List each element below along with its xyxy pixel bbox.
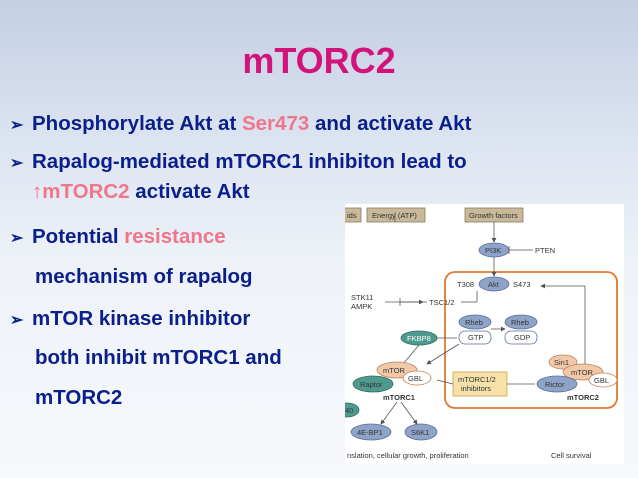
s6k1-node: [404, 423, 438, 441]
bullet-arrow-icon: ➢: [10, 312, 24, 329]
bullet-item: ➢mTOR kinase inhibitor: [10, 307, 251, 330]
mtor2-label: mTOR: [571, 368, 594, 377]
sin1-label: Sin1: [554, 358, 569, 367]
stk11-label: STK11: [351, 293, 373, 302]
top-box-cut: [345, 207, 362, 223]
pten-label: PTEN: [535, 246, 555, 255]
growth-factors-label: Growth factors: [469, 211, 518, 220]
rheb-gtp-node: [458, 314, 492, 330]
bullet-item: ➢Phosphorylate Akt at Ser473 and activat…: [10, 112, 472, 135]
mtor1-label: mTOR: [383, 366, 406, 375]
ampk-label: AMPK: [351, 302, 372, 311]
mtor-pathway-diagram: ids Energy (ATP) Growth factors PI3K PTE…: [345, 204, 624, 464]
bullet-item: ➢Potential resistance: [10, 225, 226, 248]
fkbp8-label: FKBP8: [407, 334, 431, 343]
bullet-item: ➢Rapalog-mediated mTORC1 inhibiton lead …: [10, 150, 467, 173]
gdp-label: GDP: [514, 333, 530, 342]
inhibitors-label-1: mTORC1/2: [458, 375, 496, 384]
gbl2-node: [588, 372, 618, 388]
cut-node-label: 40: [345, 406, 353, 415]
rheb-label: Rheb: [465, 318, 483, 327]
up-arrow-icon: ↑: [32, 180, 43, 203]
bullet-continuation: mechanism of rapalog: [35, 265, 253, 288]
bullet-continuation: both inhibit mTORC1 and: [35, 346, 282, 369]
raptor-label: Raptor: [360, 380, 383, 389]
gbl2-label: GBL: [594, 376, 609, 385]
inhibitors-box: [452, 371, 508, 397]
rheb-gdp-node: [504, 314, 538, 330]
tsc-label: TSC1/2: [429, 298, 454, 307]
gbl1-node: [402, 370, 432, 386]
4ebp1-label: 4E-BP1: [357, 428, 383, 437]
bottom-left-label: nslation, cellular growth, proliferation: [347, 451, 469, 460]
akt-node: [478, 276, 510, 292]
mtorc2-label: mTORC2: [567, 393, 599, 402]
4ebp1-node: [350, 423, 392, 441]
highlight-text: Ser473: [241, 112, 310, 135]
bullet-continuation: mTORC2: [35, 386, 123, 409]
gbl1-label: GBL: [408, 374, 423, 383]
s6k1-label: S6K1: [411, 428, 429, 437]
rictor-node: [536, 375, 578, 393]
raptor-node: [352, 375, 394, 393]
top-box-cut-label: ids: [347, 211, 357, 220]
bullet-arrow-icon: ➢: [10, 155, 24, 172]
bullet-continuation: ↑mTORC2 activate Akt: [32, 180, 250, 203]
s473-label: S473: [513, 280, 531, 289]
slide-title: mTORC2: [242, 40, 396, 81]
highlight-text: resistance: [124, 225, 226, 248]
gtp-label: GTP: [468, 333, 483, 342]
t308-label: T308: [457, 280, 474, 289]
inhibitors-label-2: inhibitors: [461, 384, 491, 393]
rheb-label: Rheb: [511, 318, 529, 327]
cut-node: [345, 402, 360, 418]
rictor-label: Rictor: [545, 380, 565, 389]
mtorc1-label: mTORC1: [383, 393, 415, 402]
akt-label: Akt: [488, 280, 500, 289]
orange-region: [444, 271, 618, 409]
highlight-text: mTORC2: [42, 180, 130, 203]
energy-box: [366, 207, 426, 223]
bullet-arrow-icon: ➢: [10, 230, 24, 247]
cell-survival-label: Cell survival: [551, 451, 592, 460]
pi3k-label: PI3K: [485, 246, 501, 255]
pathway-svg: ids Energy (ATP) Growth factors PI3K PTE…: [345, 207, 618, 460]
bullet-arrow-icon: ➢: [10, 117, 24, 134]
